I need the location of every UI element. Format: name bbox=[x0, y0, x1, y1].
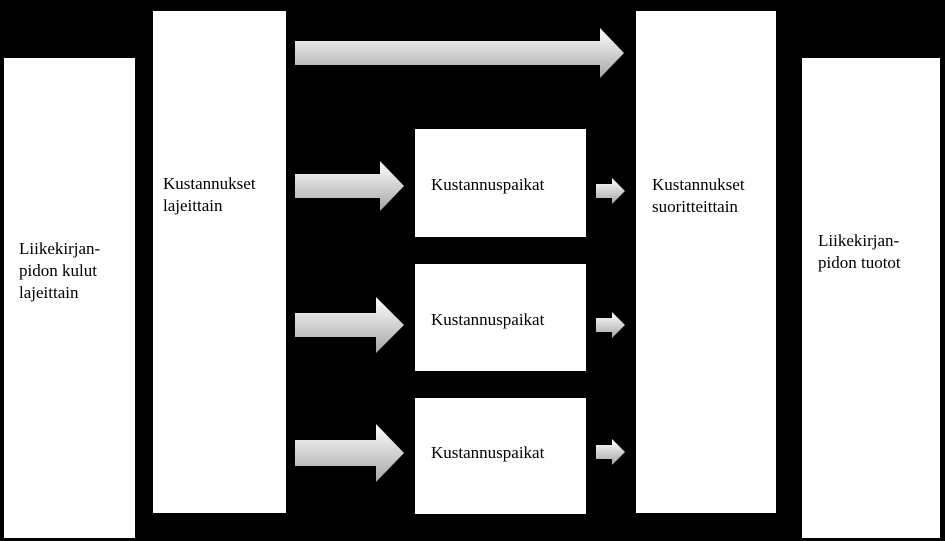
arrow-to-cp3 bbox=[295, 424, 404, 482]
arrow-cp3-to-outputs bbox=[596, 439, 625, 465]
box-liikekirjanpidon-tuotot-label: Liikekirjan- pidon tuotot bbox=[818, 231, 901, 272]
box-kustannuspaikat-2-label: Kustannuspaikat bbox=[431, 310, 545, 329]
box-kustannukset-suoritteittain: Kustannukset suoritteittain bbox=[636, 11, 776, 513]
box-kustannuspaikat-1: Kustannuspaikat bbox=[415, 129, 586, 237]
box-liikekirjanpidon-kulut-label: Liikekirjan- pidon kulut lajeittain bbox=[19, 239, 101, 302]
arrow-cp2-to-outputs bbox=[596, 312, 625, 338]
box-kustannukset-lajeittain: Kustannukset lajeittain bbox=[153, 11, 286, 513]
box-liikekirjanpidon-tuotot: Liikekirjan- pidon tuotot bbox=[802, 58, 940, 538]
box-kustannuspaikat-2: Kustannuspaikat bbox=[415, 264, 586, 371]
box-kustannukset-lajeittain-label: Kustannukset lajeittain bbox=[163, 174, 256, 215]
box-kustannuspaikat-3-label: Kustannuspaikat bbox=[431, 443, 545, 462]
box-liikekirjanpidon-kulut: Liikekirjan- pidon kulut lajeittain bbox=[4, 58, 135, 538]
box-kustannuspaikat-3: Kustannuspaikat bbox=[415, 398, 586, 514]
arrow-to-cp1 bbox=[295, 161, 404, 211]
box-kustannuspaikat-1-label: Kustannuspaikat bbox=[431, 175, 545, 194]
arrow-cp1-to-outputs bbox=[596, 178, 625, 204]
box-kustannukset-suoritteittain-label: Kustannukset suoritteittain bbox=[652, 175, 745, 216]
arrow-top-to-outputs bbox=[295, 28, 624, 78]
arrow-to-cp2 bbox=[295, 297, 404, 353]
